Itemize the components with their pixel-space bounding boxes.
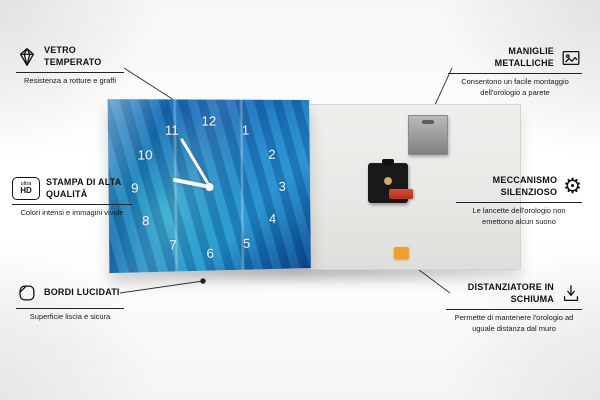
clock-front-face: 12 1 2 3 4 5 6 7 8 9 10 11 (107, 99, 311, 274)
clock-number: 12 (201, 113, 217, 129)
callout-title: VETRO TEMPERATO (44, 45, 102, 67)
callout-description: Consentono un facile montaggio dell'orol… (461, 77, 569, 97)
battery (389, 189, 413, 199)
clock-mechanism (368, 159, 413, 203)
divider (12, 204, 132, 206)
diamond-icon (16, 46, 38, 68)
callout-description: Resistenza a rotture e graffi (24, 76, 116, 86)
callout-title: STAMPA DI ALTA QUALITÀ (46, 177, 122, 199)
clock-number: 4 (268, 211, 277, 227)
callout-bordi-lucidati: BORDI LUCIDATI Superficie liscia e sicur… (16, 282, 124, 322)
divider (448, 73, 582, 75)
clock-number: 10 (137, 147, 153, 163)
clock-number: 5 (242, 235, 251, 251)
callout-title: MECCANISMO SILENZIOSO (492, 175, 558, 197)
callout-meccanismo-silenzioso: MECCANISMO SILENZIOSO ⚙ Le lancette dell… (456, 175, 582, 227)
metal-hanger-plate (408, 115, 448, 155)
clock-number: 1 (241, 122, 250, 138)
clock-number: 7 (169, 237, 177, 253)
callout-description: Superficie liscia e sicura (29, 312, 111, 321)
divider (456, 202, 582, 204)
clock-back-panel (310, 104, 521, 270)
uhd-badge-top: ultra (20, 180, 32, 187)
ultra-hd-icon: ultra HD (12, 177, 40, 201)
foam-spacer (394, 247, 409, 259)
callout-vetro-temperato: VETRO TEMPERATO Resistenza a rotture e g… (16, 45, 124, 87)
divider (16, 308, 124, 309)
clock-number: 6 (206, 245, 214, 261)
callout-description: Colori intensi e immagini vivide (20, 208, 124, 218)
polished-edge-icon (16, 282, 38, 304)
clock-number: 2 (268, 146, 276, 162)
callout-description: Le lancette dell'orologio non emettono a… (472, 206, 566, 226)
picture-frame-icon (560, 47, 582, 69)
gear-icon: ⚙ (563, 174, 582, 199)
callout-title: DISTANZIATORE IN SCHIUMA (467, 282, 554, 304)
clock-number: 9 (131, 180, 139, 196)
clock-number: 3 (278, 178, 286, 194)
mechanism-hanger (382, 159, 394, 165)
callout-stampa-alta-qualita: ultra HD STAMPA DI ALTA QUALITÀ Colori i… (12, 177, 132, 219)
callout-distanziatore-schiuma: DISTANZIATORE IN SCHIUMA Permette di man… (446, 282, 582, 334)
divider (446, 309, 582, 311)
callout-title: BORDI LUCIDATI (44, 287, 120, 298)
clock-number: 8 (141, 212, 150, 229)
callout-title: MANIGLIE METALLICHE (494, 46, 554, 68)
divider (16, 72, 124, 74)
mechanism-shaft (384, 177, 392, 185)
clock-number: 11 (164, 122, 179, 138)
spacer-arrow-icon (560, 283, 582, 305)
uhd-badge-bottom: HD (20, 186, 32, 196)
callout-description: Permette di mantenere l'orologio ad ugua… (454, 313, 574, 333)
clock-center-cap (205, 182, 214, 192)
callout-maniglie-metalliche: MANIGLIE METALLICHE Consentono un facile… (448, 46, 582, 98)
hanger-slot (422, 120, 434, 124)
